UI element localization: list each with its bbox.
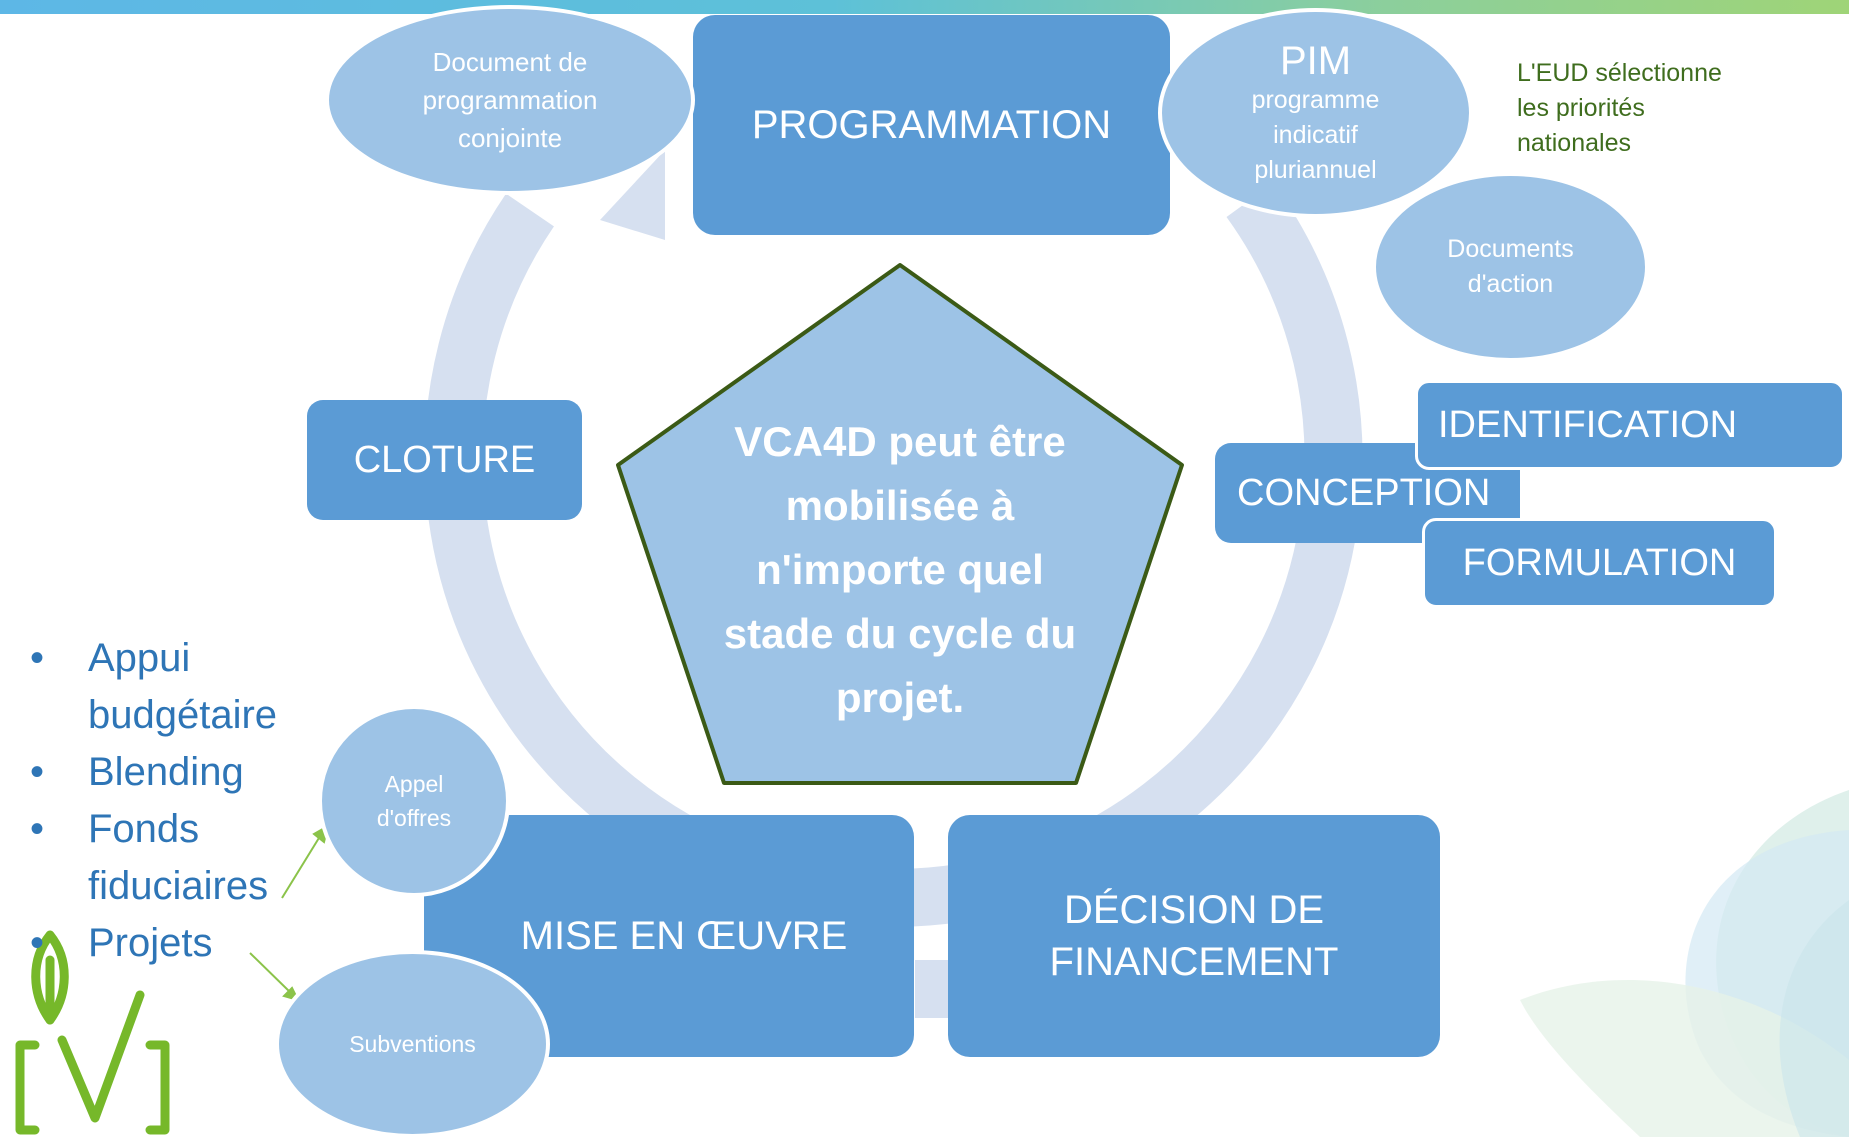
modality-item: Appui budgétaire bbox=[18, 630, 358, 744]
cycle-arrowhead bbox=[600, 150, 665, 240]
bubble-subventions: Subventions bbox=[275, 950, 550, 1138]
modality-item: Blending bbox=[18, 744, 358, 801]
pim-title: PIM bbox=[1279, 38, 1352, 83]
stage-decision-financement: DÉCISION DE FINANCEMENT bbox=[948, 815, 1440, 1057]
bubble-document-programmation: Document de programmation conjointe bbox=[325, 5, 695, 195]
stage-cloture: CLOTURE bbox=[307, 400, 582, 520]
center-pentagon bbox=[616, 263, 1184, 785]
pim-subtitle: programme indicatif pluriannuel bbox=[1251, 85, 1380, 184]
bubble-pim: PIM programme indicatif pluriannuel bbox=[1158, 8, 1473, 218]
modality-item: Projets bbox=[18, 915, 358, 972]
stage-formulation: FORMULATION bbox=[1422, 518, 1777, 608]
stage-conception: CONCEPTION bbox=[1215, 443, 1520, 543]
center-message: VCA4D peut être mobilisée à n'importe qu… bbox=[723, 418, 1077, 721]
stage-identification: IDENTIFICATION bbox=[1415, 380, 1845, 470]
eud-priorities-note: L'EUD sélectionne les priorités national… bbox=[1517, 59, 1722, 157]
leaf-decoration bbox=[1520, 790, 1849, 1137]
bubble-documents-action: Documents d'action bbox=[1372, 172, 1649, 362]
stage-programmation: PROGRAMMATION bbox=[693, 15, 1170, 235]
modality-item: Fonds fiduciaires bbox=[18, 801, 358, 915]
modalities-list: Appui budgétaire Blending Fonds fiduciai… bbox=[18, 630, 358, 972]
